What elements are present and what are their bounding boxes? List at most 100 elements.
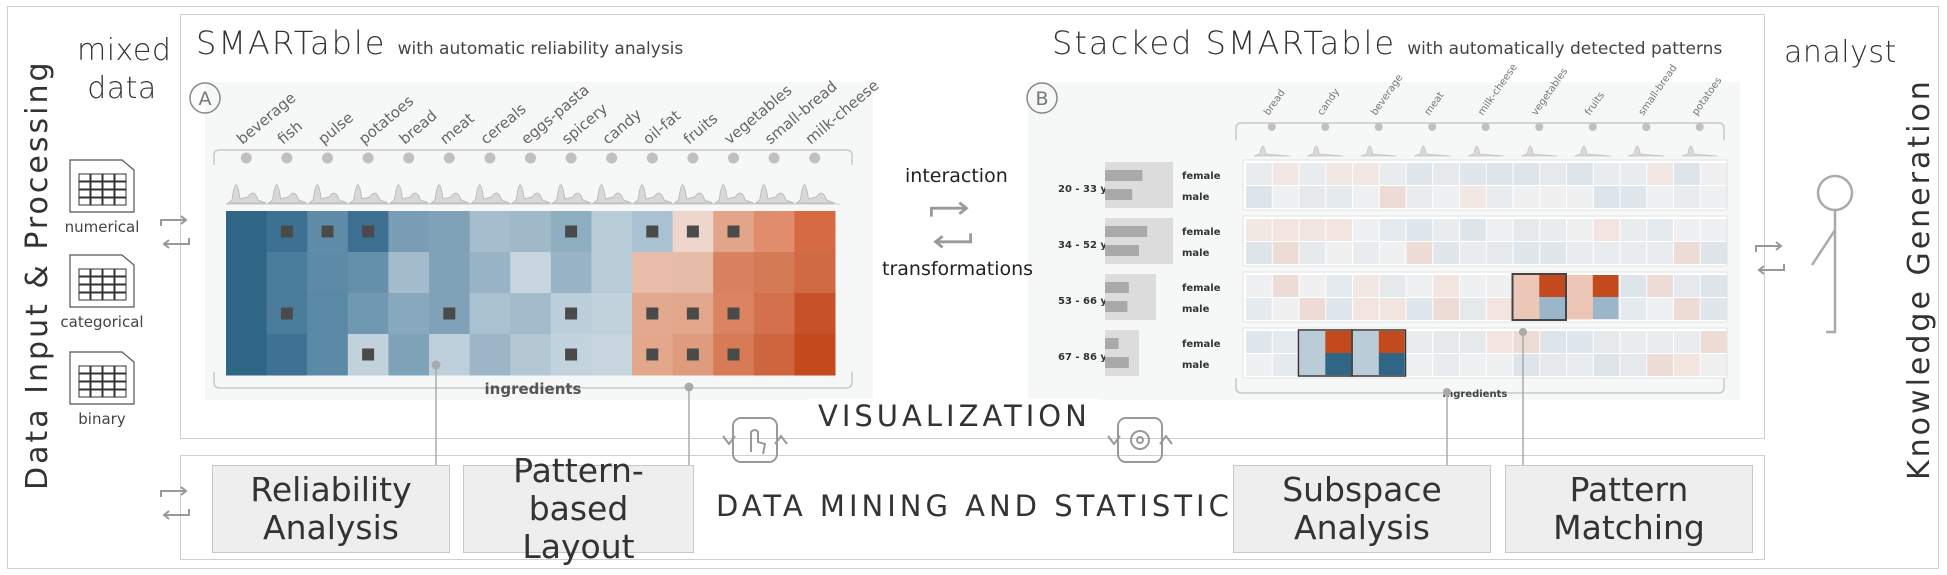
stacked-cell <box>1540 219 1566 241</box>
pattern-cell <box>1567 275 1593 319</box>
stacked-cell <box>1272 275 1299 297</box>
file-grid-cell <box>78 268 91 277</box>
stacked-sparkline <box>1681 145 1718 157</box>
subspace-line-2: Analysis <box>1294 508 1430 547</box>
smartable-sparkline <box>794 184 835 204</box>
file-label-categorical: categorical <box>60 313 143 331</box>
stacked-cell <box>1326 219 1352 241</box>
stacked-cell <box>1647 331 1673 353</box>
stacked-cell <box>1433 331 1459 353</box>
mining-band: DATA MINING AND STATISTICS <box>706 489 1266 523</box>
file-grid-cell <box>102 284 115 293</box>
smartable-cell <box>794 334 836 376</box>
stacked-cell <box>1700 163 1727 185</box>
stacked-cell <box>1246 163 1272 185</box>
file-grid-cell <box>90 389 103 398</box>
stacked-cell <box>1593 219 1620 241</box>
gear-icon-frame <box>1117 417 1163 463</box>
stacked-cell <box>1299 298 1326 320</box>
stacked-group-label: 20 - 33 years <box>1058 184 1131 195</box>
interaction-cycle-icon-head-top <box>958 201 969 215</box>
stacked-cell <box>1433 242 1459 264</box>
smartable-cell <box>226 252 268 294</box>
smartable-cell-marker <box>362 225 375 238</box>
analyst-header: analyst <box>1784 35 1897 70</box>
interaction-cycle-icon-head-bottom <box>933 235 944 249</box>
smartable-cell <box>753 211 795 253</box>
stacked-bar-female <box>1105 226 1148 237</box>
stacked-cell <box>1620 242 1647 264</box>
smartable-col-dot <box>281 152 293 164</box>
pattern-matching-line-1: Pattern <box>1569 470 1689 509</box>
stacked-sex-label: female <box>1182 339 1221 350</box>
smartable-cell <box>591 293 633 335</box>
transformations-label: transformations <box>882 258 1034 280</box>
file-grid-cell <box>114 381 127 390</box>
stacked-cell <box>1460 219 1486 241</box>
smartable-cell <box>347 252 389 294</box>
stacked-cell <box>1647 275 1673 297</box>
stacked-group-label: 34 - 52 years <box>1058 240 1131 251</box>
smartable-cell-marker <box>646 307 659 320</box>
analyst-head-icon <box>1816 174 1854 212</box>
stacked-col-label: vegetables <box>1530 66 1571 117</box>
stacked-cell <box>1674 242 1700 264</box>
smartable-cell <box>429 211 471 253</box>
smartable-col-dot <box>362 152 374 164</box>
smartable-cell-marker <box>646 348 659 361</box>
smartable-marker-circle <box>189 82 221 114</box>
stacked-cell <box>1620 186 1647 208</box>
stacked-cell <box>1326 163 1352 185</box>
stacked-subtitle: with automatically detected patterns <box>1407 39 1723 59</box>
stacked-cell <box>1540 331 1566 353</box>
stacked-cell <box>1674 354 1700 376</box>
file-grid-cell <box>102 373 115 382</box>
stacked-cell <box>1379 298 1406 320</box>
file-grid-cell <box>78 284 91 293</box>
analyst-body-icon <box>1826 210 1837 334</box>
smartable-cell-marker <box>727 348 740 361</box>
smartable-cell <box>469 211 511 253</box>
stacked-cell <box>1433 354 1459 376</box>
stacked-cell <box>1486 354 1513 376</box>
stacked-bar-female <box>1105 338 1119 349</box>
stacked-bottom-bracket <box>1235 378 1725 394</box>
smartable-cell-marker <box>646 225 659 238</box>
smartable-col-dot <box>484 152 496 164</box>
smartable-cell-marker <box>565 307 578 320</box>
stacked-cell <box>1486 219 1513 241</box>
stacked-bar-background <box>1105 330 1139 376</box>
stacked-cell <box>1406 242 1433 264</box>
stacked-marker-circle <box>1026 82 1058 114</box>
pattern-layout-line-1: Pattern-based <box>513 451 644 528</box>
stacked-cell <box>1246 219 1272 241</box>
stacked-cell <box>1486 242 1513 264</box>
stacked-cell <box>1272 163 1299 185</box>
smartable-cell <box>794 211 836 253</box>
hand-pointer-icon-hand <box>750 429 767 455</box>
stacked-cell <box>1246 275 1272 297</box>
reliability-line-2: Analysis <box>263 508 399 547</box>
smartable-cell-marker <box>686 225 699 238</box>
file-grid-cell <box>114 197 127 206</box>
stacked-sparkline <box>1253 145 1290 157</box>
file-grid-cell <box>114 181 127 190</box>
stacked-cell <box>1326 242 1352 264</box>
file-grid-cell <box>78 381 91 390</box>
smartable-cell <box>266 334 308 376</box>
stacked-col-label: small-bread <box>1637 63 1680 118</box>
smartable-cell <box>510 211 552 253</box>
stacked-col-label: beverage <box>1369 73 1405 118</box>
stacked-title: Stacked SMARTable <box>1052 24 1397 62</box>
smartable-cell <box>226 211 268 253</box>
smartable-axis-label: ingredients <box>485 380 582 398</box>
interaction-label: interaction <box>905 165 1008 187</box>
file-label-binary: binary <box>78 410 126 428</box>
analyst-cycle-icon-arrow-top <box>1755 245 1780 252</box>
smartable-cell <box>753 252 795 294</box>
smartable-cell <box>794 293 836 335</box>
